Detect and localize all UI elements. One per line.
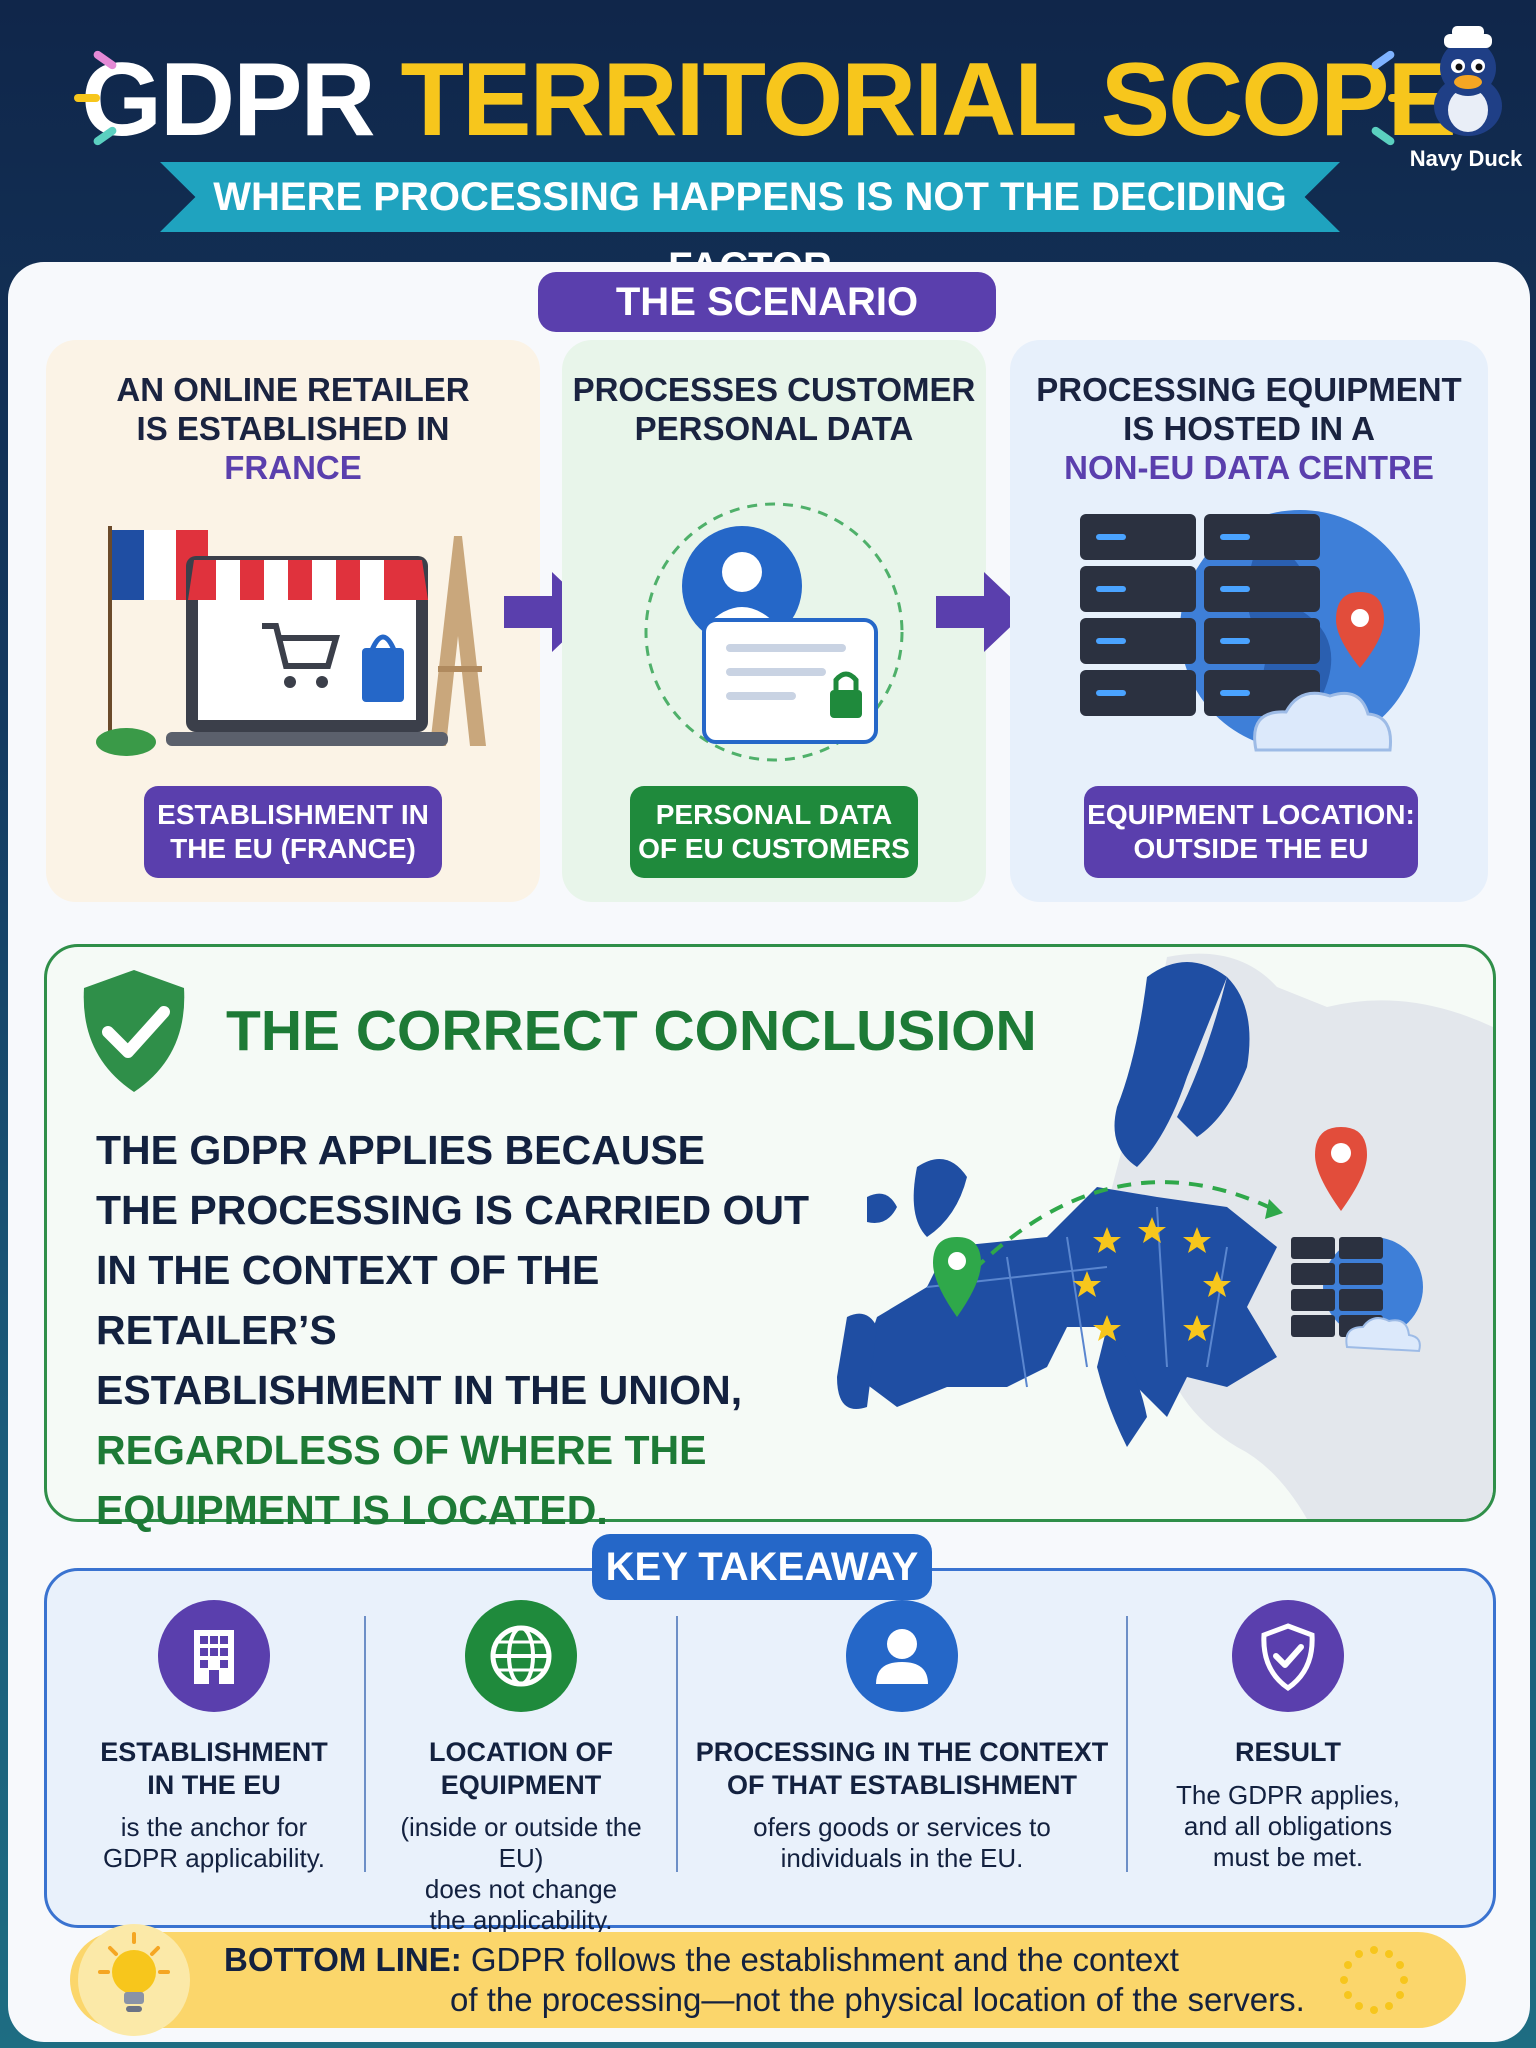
conclusion-text: THE GDPR APPLIES BECAUSE THE PROCESSING … — [96, 1120, 816, 1540]
bottom-line-text: BOTTOM LINE: GDPR follows the establishm… — [224, 1940, 1364, 2020]
takeaway-icon-circle — [158, 1600, 270, 1712]
badge-line: OF EU CUSTOMERS — [638, 833, 910, 864]
sparkle-decoration — [74, 94, 100, 102]
takeaway-icon-circle — [1232, 1600, 1344, 1712]
globe-icon — [490, 1625, 552, 1687]
panel-highlight-france: FRANCE — [224, 449, 362, 486]
sparkle-decoration — [1388, 94, 1414, 102]
takeaway-heading: LOCATION OF EQUIPMENT — [376, 1736, 666, 1802]
body-line: individuals in the EU. — [780, 1843, 1024, 1873]
conclusion-highlight-line: REGARDLESS OF WHERE THE — [96, 1427, 707, 1473]
building-icon — [194, 1630, 234, 1684]
bottom-line-label: BOTTOM LINE: — [224, 1941, 462, 1978]
conclusion-title: THE CORRECT CONCLUSION — [226, 999, 1037, 1063]
takeaway-icon-circle — [465, 1600, 577, 1712]
takeaway-body: (inside or outside the EU) does not chan… — [376, 1812, 666, 1936]
badge-line: EQUIPMENT LOCATION: — [1087, 799, 1415, 830]
panel-line: PROCESSING EQUIPMENT — [1036, 371, 1462, 408]
panel-line: AN ONLINE RETAILER — [116, 371, 470, 408]
navy-duck-mascot-icon — [1434, 26, 1502, 136]
panel-line: IS ESTABLISHED IN — [136, 410, 450, 447]
heading-line: RESULT — [1235, 1737, 1341, 1767]
bottom-line-bar — [70, 1932, 1466, 2028]
body-line: does not change — [424, 1874, 618, 1904]
title-gdpr: GDPR — [81, 42, 375, 158]
body-line: ofers goods or services to — [753, 1812, 1051, 1842]
takeaway-item-establishment: ESTABLISHMENT IN THE EU is the anchor fo… — [74, 1600, 354, 1920]
body-line: (inside or outside the EU) — [400, 1812, 642, 1873]
takeaway-icon-circle — [846, 1600, 958, 1712]
conclusion-highlight-line: EQUIPMENT IS LOCATED. — [96, 1487, 608, 1533]
heading-line: EQUIPMENT — [440, 1770, 602, 1800]
server-globe-icon — [1080, 510, 1420, 752]
body-line: must be met. — [1212, 1842, 1364, 1872]
mascot-label: Navy Duck — [1409, 146, 1523, 171]
badge-line: OUTSIDE THE EU — [1133, 833, 1369, 864]
heading-line: ESTABLISHMENT — [100, 1737, 328, 1767]
takeaway-item-location: LOCATION OF EQUIPMENT (inside or outside… — [376, 1600, 666, 1935]
badge-line: PERSONAL DATA — [655, 799, 893, 830]
bottom-line-row-1: BOTTOM LINE: GDPR follows the establishm… — [224, 1940, 1364, 1980]
panel-line: IS HOSTED IN A — [1123, 410, 1375, 447]
bottom-line-row-2: of the processing—not the physical locat… — [224, 1980, 1364, 2020]
online-shop-laptop-icon — [96, 526, 486, 756]
title-territorial-scope: TERRITORIAL SCOPE — [400, 42, 1457, 158]
conclusion-line: ESTABLISHMENT IN THE UNION, — [96, 1367, 743, 1413]
eu-stars-icon — [1340, 1946, 1408, 2014]
panel-text: PROCESSES CUSTOMER PERSONAL DATA — [562, 370, 986, 448]
panel-text: PROCESSING EQUIPMENT IS HOSTED IN A NON-… — [1010, 370, 1488, 487]
panel-line: PERSONAL DATA — [634, 410, 914, 447]
heading-line: OF THAT ESTABLISHMENT — [727, 1770, 1077, 1800]
page-title: GDPR TERRITORIAL SCOPE — [0, 40, 1536, 160]
personal-data-card-icon — [644, 502, 904, 762]
takeaway-item-result: RESULT The GDPR applies, and all obligat… — [1136, 1600, 1440, 1920]
badge-line: THE EU (FRANCE) — [170, 833, 416, 864]
heading-line: LOCATION OF — [429, 1737, 613, 1767]
eu-map-icon — [837, 953, 1493, 1519]
heading-line: PROCESSING IN THE CONTEXT — [695, 1737, 1109, 1767]
arrow-right-icon — [936, 572, 1026, 652]
column-divider — [676, 1616, 678, 1872]
subtitle-banner: WHERE PROCESSING HAPPENS IS NOT THE DECI… — [160, 162, 1340, 289]
takeaway-heading: PROCESSING IN THE CONTEXT OF THAT ESTABL… — [688, 1736, 1116, 1802]
badge-line: ESTABLISHMENT IN — [157, 799, 429, 830]
conclusion-box — [44, 944, 1496, 1522]
scenario-label: THE SCENARIO — [538, 272, 996, 332]
panel-highlight-non-eu: NON-EU DATA CENTRE — [1064, 449, 1434, 486]
body-line: the applicability. — [429, 1905, 613, 1935]
body-line: and all obligations — [1183, 1811, 1393, 1841]
conclusion-line: THE GDPR APPLIES BECAUSE — [96, 1127, 706, 1173]
takeaway-item-processing-context: PROCESSING IN THE CONTEXT OF THAT ESTABL… — [688, 1600, 1116, 1920]
column-divider — [1126, 1616, 1128, 1872]
takeaway-body: ofers goods or services to individuals i… — [688, 1812, 1116, 1874]
person-icon — [876, 1629, 928, 1684]
takeaway-heading: RESULT — [1136, 1736, 1440, 1769]
panel-line: PROCESSES CUSTOMER — [572, 371, 976, 408]
shield-check-icon — [83, 970, 185, 1092]
shield-check-icon — [1261, 1623, 1315, 1692]
column-divider — [364, 1616, 366, 1872]
key-takeaway-label: KEY TAKEAWAY — [592, 1534, 932, 1600]
conclusion-line: IN THE CONTEXT OF THE RETAILER’S — [96, 1247, 600, 1353]
subtitle: WHERE PROCESSING HAPPENS IS NOT THE DECI… — [213, 175, 1287, 289]
bottom-line-line2: of the processing—not the physical locat… — [450, 1981, 1305, 2018]
conclusion-line: THE PROCESSING IS CARRIED OUT — [96, 1187, 810, 1233]
body-line: GDPR applicability. — [102, 1843, 326, 1873]
bottom-line-line1: GDPR follows the establishment and the c… — [470, 1941, 1179, 1978]
scenario-panel-personal-data: PROCESSES CUSTOMER PERSONAL DATA PERSONA… — [562, 340, 986, 902]
banner-ribbon — [160, 162, 1340, 232]
takeaway-heading: ESTABLISHMENT IN THE EU — [74, 1736, 354, 1802]
body-line: The GDPR applies, — [1176, 1780, 1400, 1810]
badge-equipment-location: EQUIPMENT LOCATION:OUTSIDE THE EU — [1084, 786, 1418, 878]
takeaway-body: is the anchor for GDPR applicability. — [74, 1812, 354, 1874]
takeaway-body: The GDPR applies, and all obligations mu… — [1136, 1780, 1440, 1873]
scenario-panel-data-centre: PROCESSING EQUIPMENT IS HOSTED IN A NON-… — [1010, 340, 1488, 902]
panel-text: AN ONLINE RETAILER IS ESTABLISHED IN FRA… — [46, 370, 540, 487]
heading-line: IN THE EU — [147, 1770, 281, 1800]
body-line: is the anchor for — [120, 1812, 308, 1842]
scenario-panel-retailer: AN ONLINE RETAILER IS ESTABLISHED IN FRA… — [46, 340, 540, 902]
lightbulb-icon — [78, 1924, 190, 2036]
